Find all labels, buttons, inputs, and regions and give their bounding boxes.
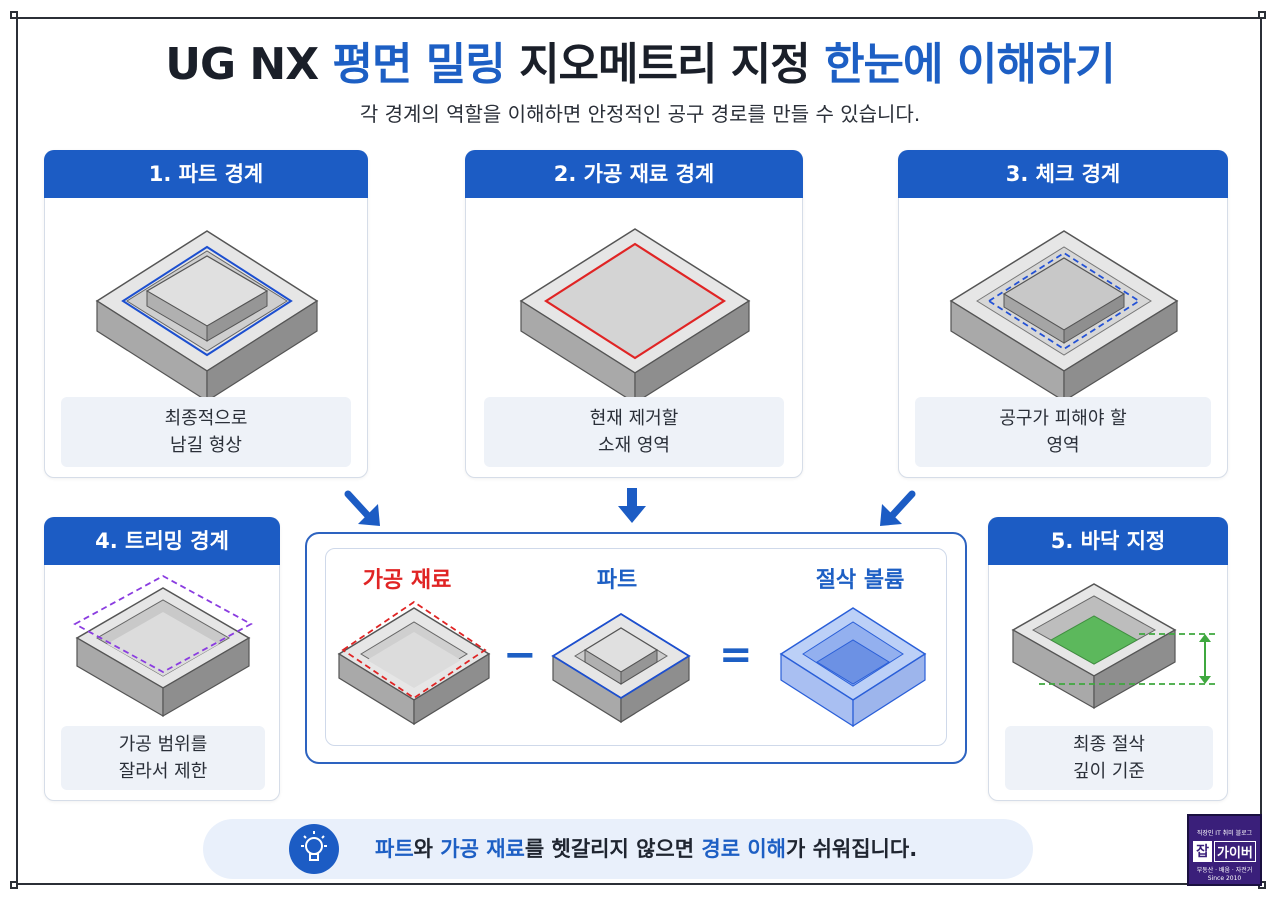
badge-since: Since 2010 [1207,875,1242,882]
title-part-1: UG NX [165,39,319,90]
stock-boundary-illustration [519,228,751,405]
card-trim-boundary: 4. 트리밍 경계 가공 범위를 잘라서 제한 [44,517,280,801]
blog-logo-badge: 직장인 IT 취미 블로그 잡 가이버 부동산 · 배움 · 자전거 Since… [1187,814,1262,886]
desc-line-2: 소재 영역 [598,435,670,456]
equals-sign: = [719,632,753,678]
cut-volume-illustration [779,607,927,728]
floor-illustration [1011,583,1215,710]
tip-text-part: 가 쉬워집니다. [785,837,918,861]
stock-block-illustration [337,600,491,726]
frame-corner [10,11,18,19]
card-check-boundary: 3. 체크 경계 공구가 피해야 할 영역 [898,150,1228,478]
check-boundary-illustration [949,230,1179,403]
title-part-3: 지오메트리 지정 [519,39,811,90]
card-description: 현재 제거할 소재 영역 [484,397,784,467]
page-title: UG NX 평면 밀링 지오메트리 지정 한눈에 이해하기 [0,28,1280,92]
card-description: 최종 절삭 깊이 기준 [1005,726,1213,790]
desc-line-1: 가공 범위를 [118,734,208,755]
label-cut-volume: 절삭 볼륨 [815,568,905,593]
tip-text: 파트와 가공 재료를 헷갈리지 않으면 경로 이해가 쉬워집니다. [375,819,917,879]
trim-boundary-illustration [73,574,253,718]
arrow-down-icon [618,488,646,523]
badge-logo: 잡 가이버 [1189,841,1260,862]
equation-inner-panel [325,548,947,746]
page-subtitle: 각 경계의 역할을 이해하면 안정적인 공구 경로를 만들 수 있습니다. [359,102,921,126]
desc-line-2: 영역 [1046,435,1080,456]
desc-line-2: 남길 형상 [170,435,242,456]
badge-logo-part: 가이버 [1214,841,1256,862]
part-boundary-illustration [95,230,319,403]
card-description: 최종적으로 남길 형상 [61,397,351,467]
desc-line-1: 최종 절삭 [1073,734,1145,755]
tip-text-part: 를 헷갈리지 않으면 [524,837,702,861]
card-title: 3. 체크 경계 [898,150,1228,198]
desc-line-2: 깊이 기준 [1073,761,1145,782]
outer-frame [16,17,1262,885]
desc-line-1: 공구가 피해야 할 [999,408,1127,429]
arrow-down-left-icon [880,490,916,526]
label-part: 파트 [596,568,638,593]
card-part-boundary: 1. 파트 경계 최종적으로 남길 형상 [44,150,368,478]
card-title: 1. 파트 경계 [44,150,368,198]
arrow-down-right-icon [344,490,380,526]
desc-line-1: 최종적으로 [164,408,248,429]
title-part-2: 평면 밀링 [332,39,505,90]
card-floor: 5. 바닥 지정 최종 절삭 깊이 기준 [988,517,1228,801]
title-part-4: 한눈에 이해하기 [824,39,1116,90]
card-stock-boundary: 2. 가공 재료 경계 현재 제거할 소재 영역 [465,150,803,478]
tip-text-part: 와 [413,837,441,861]
badge-logo-part: 잡 [1193,841,1212,862]
label-stock: 가공 재료 [362,568,452,593]
lightbulb-icon [289,824,339,874]
card-title: 4. 트리밍 경계 [44,517,280,565]
tip-text-part: 파트 [375,837,414,861]
card-description: 가공 범위를 잘라서 제한 [61,726,265,790]
frame-corner [1258,11,1266,19]
desc-line-2: 잘라서 제한 [118,761,208,782]
tip-text-part: 경로 이해 [701,837,786,861]
part-block-illustration [551,612,691,724]
badge-tagline: 부동산 · 배움 · 자전거 [1196,867,1253,874]
card-title: 5. 바닥 지정 [988,517,1228,565]
card-title: 2. 가공 재료 경계 [465,150,803,198]
minus-sign: − [503,632,537,678]
cut-volume-equation-panel: 가공 재료 파트 절삭 볼륨 − = [305,532,967,764]
frame-corner [10,881,18,889]
card-description: 공구가 피해야 할 영역 [915,397,1211,467]
badge-top-text: 직장인 IT 취미 블로그 [1196,830,1253,837]
tip-text-part: 가공 재료 [440,837,525,861]
desc-line-1: 현재 제거할 [589,408,679,429]
tip-banner: 파트와 가공 재료를 헷갈리지 않으면 경로 이해가 쉬워집니다. [203,819,1033,879]
